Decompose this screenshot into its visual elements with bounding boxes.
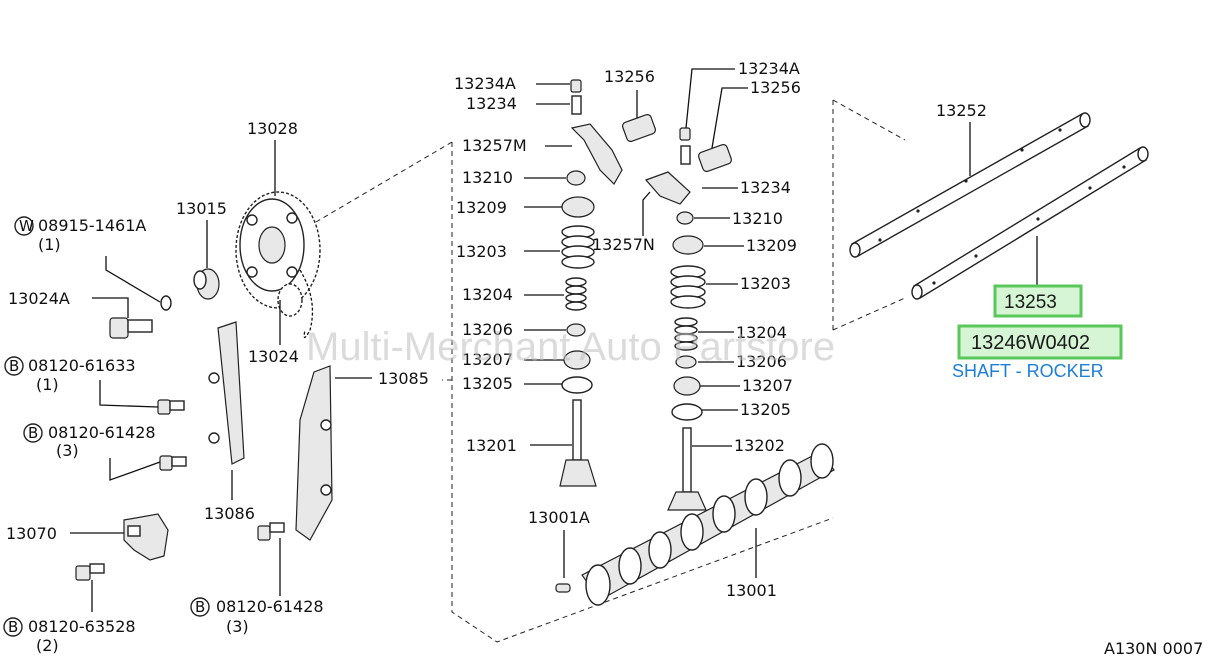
bolt-61428-left <box>159 455 187 471</box>
watermark: Multi-Merchant Auto Partstore <box>306 325 835 369</box>
label-13202[interactable]: 13202 <box>734 436 785 455</box>
label-13205-left[interactable]: 13205 <box>462 374 513 393</box>
rocker-shaft-13253 <box>911 146 1149 300</box>
label-13207-left[interactable]: 13207 <box>462 350 513 369</box>
qty-61428-lower: (3) <box>226 617 249 636</box>
washer-w <box>160 295 172 311</box>
label-13206-left[interactable]: 13206 <box>462 320 513 339</box>
label-08915-1461a[interactable]: 08915-1461A <box>38 216 146 235</box>
qty-63528: (2) <box>36 636 59 655</box>
label-13210-left[interactable]: 13210 <box>462 168 513 187</box>
label-13234-right[interactable]: 13234 <box>740 178 791 197</box>
qty-08915: (1) <box>38 235 61 254</box>
part-number-13246w0402[interactable]: 13246W0402 <box>971 332 1090 354</box>
label-13085[interactable]: 13085 <box>378 369 429 388</box>
label-13070[interactable]: 13070 <box>6 524 57 543</box>
label-13024a[interactable]: 13024A <box>8 289 70 308</box>
label-13204-right[interactable]: 13204 <box>736 323 787 342</box>
label-13203-left[interactable]: 13203 <box>456 242 507 261</box>
tensioner-13070 <box>123 513 169 561</box>
label-13207-right[interactable]: 13207 <box>742 376 793 395</box>
label-13256-left[interactable]: 13256 <box>604 67 655 86</box>
leader-lines-left <box>70 140 372 612</box>
bolt-marker-61428a: B <box>28 424 38 442</box>
washer-marker: W <box>19 217 34 235</box>
leader-lines-centre <box>524 68 757 578</box>
label-13209-left[interactable]: 13209 <box>456 198 507 217</box>
diagram-code: A130N 0007 <box>1104 639 1203 658</box>
label-13201[interactable]: 13201 <box>466 436 517 455</box>
leader-lines-right <box>969 122 1038 286</box>
bolt-13024a <box>109 317 153 339</box>
label-13252[interactable]: 13252 <box>936 101 987 120</box>
right-valve-stack <box>644 127 732 511</box>
label-13028[interactable]: 13028 <box>247 119 298 138</box>
label-13209-right[interactable]: 13209 <box>746 236 797 255</box>
label-08120-61428-left[interactable]: 08120-61428 <box>48 423 156 442</box>
label-13206-right[interactable]: 13206 <box>736 352 787 371</box>
valve-train-enclosure <box>315 99 906 643</box>
label-13234a-left[interactable]: 13234A <box>454 74 516 93</box>
rocker-shaft-13252 <box>849 112 1091 258</box>
label-08120-61633[interactable]: 08120-61633 <box>28 356 136 375</box>
marker-circles <box>3 216 210 637</box>
label-08120-61428-lower[interactable]: 08120-61428 <box>216 597 324 616</box>
label-13256-right[interactable]: 13256 <box>750 78 801 97</box>
label-13203-right[interactable]: 13203 <box>740 274 791 293</box>
label-13204-left[interactable]: 13204 <box>462 285 513 304</box>
qty-61633: (1) <box>36 375 59 394</box>
spacer-13015 <box>193 268 220 300</box>
timing-sprocket-assembly <box>235 191 321 339</box>
label-13253[interactable]: 13253 <box>1004 292 1057 313</box>
label-13257n[interactable]: 13257N <box>592 235 655 254</box>
highlight-13253[interactable]: 13253 <box>993 284 1083 318</box>
bolt-marker-63528: B <box>8 618 18 636</box>
qty-61428-left: (3) <box>56 441 79 460</box>
bolt-61428-lower <box>257 522 285 541</box>
left-valve-stack <box>559 79 656 487</box>
part-name-shaft-rocker: SHAFT - ROCKER <box>952 361 1104 381</box>
bolt-marker-61428b: B <box>195 598 205 616</box>
label-08120-63528[interactable]: 08120-63528 <box>28 617 136 636</box>
bolt-61633 <box>157 399 185 415</box>
label-13205-right[interactable]: 13205 <box>740 400 791 419</box>
chain-guide-13085 <box>295 365 333 541</box>
label-13257m[interactable]: 13257M <box>462 136 527 155</box>
label-13015[interactable]: 13015 <box>176 199 227 218</box>
label-13001a[interactable]: 13001A <box>528 508 590 527</box>
label-13001[interactable]: 13001 <box>726 581 777 600</box>
camshaft-13001 <box>555 443 835 606</box>
label-13210-right[interactable]: 13210 <box>732 209 783 228</box>
label-13086[interactable]: 13086 <box>204 504 255 523</box>
chain-guide-13086 <box>208 321 245 465</box>
label-13024[interactable]: 13024 <box>248 347 299 366</box>
bolt-marker-61633: B <box>9 357 19 375</box>
label-13234a-right[interactable]: 13234A <box>738 59 800 78</box>
label-13234-left[interactable]: 13234 <box>466 94 517 113</box>
bolt-63528 <box>75 563 105 581</box>
highlight-part-number[interactable]: 13246W0402 <box>957 324 1123 360</box>
